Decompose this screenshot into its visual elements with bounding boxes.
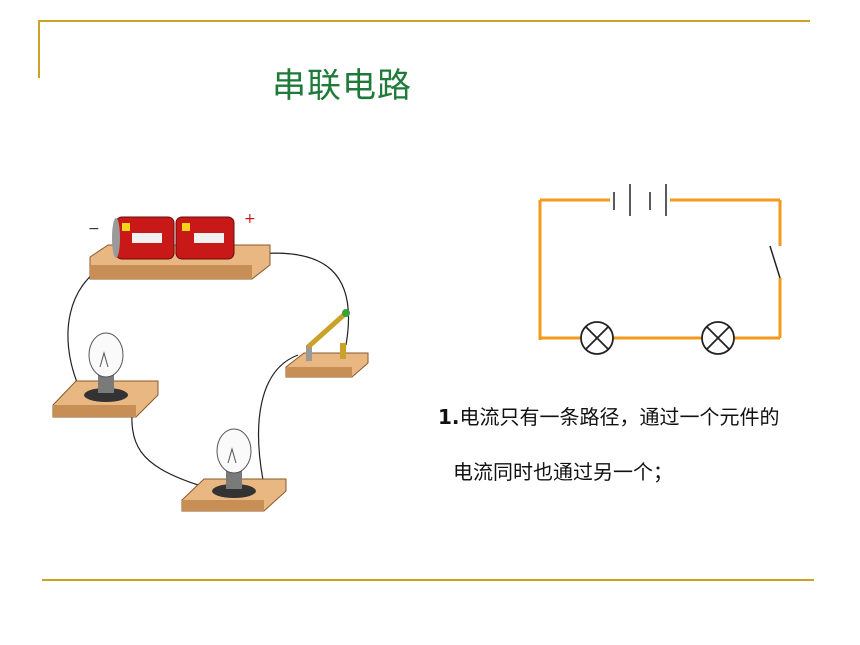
schematic-wires — [538, 198, 782, 340]
battery-symbol — [613, 184, 667, 216]
battery-plus-label: + — [244, 211, 256, 227]
wire-battery-to-switch — [247, 252, 350, 346]
top-rule — [38, 20, 810, 22]
switch-board — [285, 309, 369, 378]
battery-holder: + − — [88, 211, 271, 280]
point-number: 1. — [438, 405, 460, 429]
point-1-text: 电流只有一条路径，通过一个元件的 — [459, 405, 780, 429]
wire-bulb1-to-bulb2 — [131, 399, 199, 486]
point-1-line-2: 电流同时也通过另一个； — [453, 460, 673, 484]
point-1-line-1: 1.电流只有一条路径，通过一个元件的 — [438, 401, 780, 430]
bulb-board-1 — [52, 332, 159, 418]
switch-symbol — [769, 245, 781, 279]
battery-minus-label: − — [88, 221, 100, 237]
lamp-symbol-2 — [701, 321, 735, 355]
circuit-schematic — [538, 184, 782, 355]
slide-title: 串联电路 — [272, 66, 412, 106]
circuit-illustration: + − — [52, 211, 369, 512]
bottom-rule — [42, 579, 814, 581]
bulb-board-2 — [181, 428, 287, 512]
wire-switch-to-bulb2 — [258, 354, 299, 481]
lamp-symbol-1 — [580, 321, 614, 355]
left-accent-rule — [38, 20, 40, 78]
